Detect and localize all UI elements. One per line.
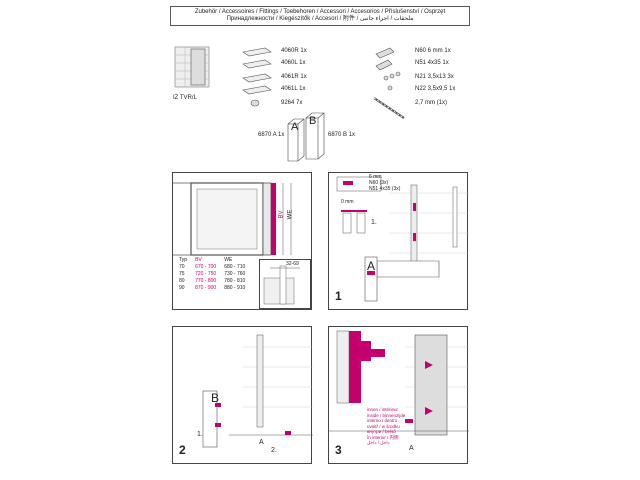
profile-a-box: [287, 118, 305, 162]
accessories-header: Zubehör / Accessoires / Fittings / Toebe…: [170, 6, 470, 26]
part-4060l: 4060L 1x: [281, 60, 306, 66]
step2-illustration-icon: [202, 334, 313, 448]
part-4060r: 4060R 1x: [281, 48, 307, 54]
part-4061l: 4061L 1x: [281, 86, 306, 92]
profile-a-icon: [287, 118, 305, 162]
part-drill: 2,7 mm (1x): [415, 100, 448, 106]
part-4061r: 4061R 1x: [281, 74, 307, 80]
model-label: IZ TVR/L: [173, 95, 197, 101]
step2-letter-a: A: [259, 439, 264, 446]
parts-right: N60 6 mm 1x N51 4x35 1x N21 3,5x13 3x N2…: [370, 46, 470, 126]
wall-detail-icon: [263, 265, 300, 305]
detail-inset: 32-69: [259, 259, 311, 309]
header-line-1: Zubehör / Accessoires / Fittings / Toebe…: [194, 9, 446, 15]
profile-b-icon: [305, 112, 325, 160]
dim-label: 32-69: [286, 261, 299, 267]
screw-label-1: 6 mm: [369, 174, 382, 180]
inside-text-block: innen / intérieur inside / binnenzijde i…: [367, 407, 406, 445]
parts-left: 4060R 1x 4060L 1x 4061R 1x 4061L 1x 9264…: [235, 46, 335, 116]
step-number-1: 1: [335, 289, 342, 303]
profile-a-label: 6870 A 1x: [258, 132, 285, 138]
header-line-2: Принадлежности / Kiegészítők / Accesori …: [226, 16, 414, 22]
model-thumbnail: [173, 45, 211, 91]
screw-label-3: N51 4x35 (3x): [369, 186, 401, 192]
step3-panel: innen / intérieur inside / binnenzijde i…: [328, 326, 469, 464]
step3-illustration-icon: [329, 330, 469, 436]
profile-b-box: [305, 112, 325, 160]
part-n51: N51 4x35 1x: [415, 60, 449, 66]
screws-icon: [373, 47, 405, 119]
part-n21: N21 3,5x13 3x: [415, 74, 454, 80]
install-wall-icon: [336, 176, 469, 302]
screw-label-2: N60 (3x): [369, 180, 389, 186]
step-number-2: 2: [179, 443, 186, 457]
step2-panel: B 1. 2. A 2: [172, 326, 313, 464]
part-n22: N22 3,5x9,5 1x: [415, 86, 456, 92]
sub-step-1: 1.: [371, 219, 377, 226]
shower-panel-thumbnail-icon: [174, 46, 210, 88]
step3-letter-a: A: [409, 445, 414, 452]
part-9264: 9264 7x: [281, 100, 303, 106]
step2-sub-2: 2.: [271, 447, 277, 454]
part-n60: N60 6 mm 1x: [415, 48, 451, 54]
step-number-3: 3: [335, 443, 342, 457]
mm-label: 0 mm: [341, 199, 354, 205]
brackets-icon: [242, 47, 272, 107]
profile-b-letter: B: [309, 115, 317, 127]
profile-letter-a: A: [367, 259, 376, 273]
profile-a-letter: A: [291, 121, 299, 133]
bathtub-plan-icon: [173, 182, 292, 256]
bv-label: BV: [278, 210, 285, 219]
we-label: WE: [287, 209, 294, 220]
size-table-header: Typ BV WE: [179, 257, 233, 263]
step2-sub-1: 1.: [197, 431, 203, 438]
step2-letter-b: B: [211, 391, 220, 405]
step1-install-panel: 6 mm N60 (3x) N51 4x35 (3x) 0 mm 1. A 1: [328, 172, 469, 310]
profile-b-label: 6870 B 1x: [328, 132, 356, 138]
